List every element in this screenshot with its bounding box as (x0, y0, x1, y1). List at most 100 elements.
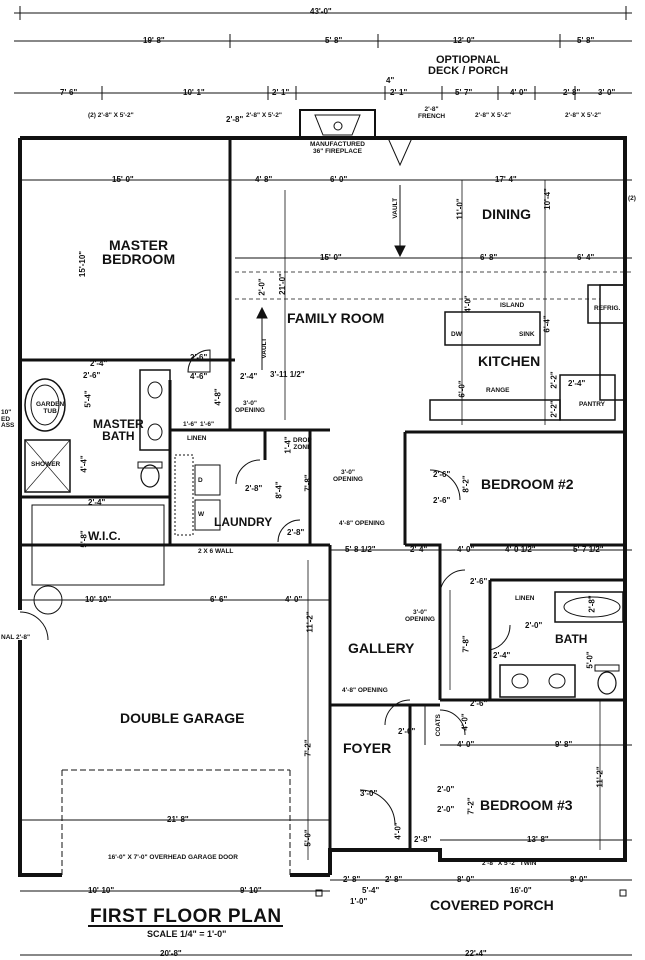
dishwasher-label: DW (451, 331, 462, 338)
garden-tub-label: GARDEN TUB (36, 401, 65, 415)
dim-label: 2'-2" (549, 400, 559, 418)
dim-label: 2'-0" (437, 805, 455, 814)
dim-label: 21'-8" (167, 815, 189, 824)
dim-label: 19'-8" (143, 36, 165, 45)
dim-label: 5'-8 1/2" (345, 545, 376, 554)
dim-label: 3'-0" (360, 789, 378, 798)
room-double-garage: DOUBLE GARAGE (120, 710, 245, 726)
room-bedroom-2: BEDROOM #2 (481, 476, 574, 492)
dim-label: 2'-2" (549, 371, 559, 389)
dim-label: 1'-6" (183, 421, 198, 428)
dim-label: 2'-0" (525, 621, 543, 630)
dim-label: 2'-4" (88, 498, 106, 507)
dim-label: 7'-2" (466, 797, 476, 815)
room-wic: W.I.C. (88, 529, 121, 543)
plan-title: FIRST FLOOR PLAN (90, 906, 282, 927)
dim-label: 15'-10" (78, 250, 88, 278)
dim-label: 2'-6" (470, 699, 488, 708)
island-label: ISLAND (500, 302, 525, 309)
dim-label: 2'-4" (90, 359, 108, 368)
dim-label: 5'-0" (585, 651, 595, 669)
dim-label: 10'-10" (88, 886, 115, 895)
room-foyer: FOYER (343, 740, 392, 756)
dim-label: 5'-7 1/2" (573, 545, 604, 554)
french-door-label: 2'-8" FRENCH (418, 106, 446, 120)
vault-label-2: VAULT (261, 337, 269, 359)
dim-label: 5'-4" (83, 390, 93, 408)
dim-label: 2'-6" (433, 470, 451, 479)
dim-label: 2'-8" (343, 875, 361, 884)
dim-label: 4'-0" (457, 740, 475, 749)
dim-label: 13'-8" (527, 835, 549, 844)
dim-label: 4'-6" (190, 372, 208, 381)
dim-label: 2'-0" (398, 727, 416, 736)
window-label: 2'-8" X 5'-2" (475, 112, 511, 119)
vault-label-1: VAULT (392, 197, 400, 219)
dim-label: 4'-8" (255, 175, 273, 184)
dim-label: 2'-8" (587, 595, 597, 613)
dim-label: 2'-6" (190, 353, 208, 362)
opening-label: 3'-0" OPENING (235, 400, 265, 414)
dim-label: 11'-0" (455, 198, 465, 220)
refrigerator-label: REFRIG. (594, 305, 621, 312)
washer-label: W (198, 511, 205, 518)
dim-label: 5'-7" (455, 88, 473, 97)
dim-label: 21'-0" (277, 273, 287, 295)
pantry-label: PANTRY (579, 401, 605, 408)
dim-label: 3'-11 1/2" (270, 370, 305, 379)
dim-label: 20'-8" (160, 949, 182, 958)
dim-label: 9'-10" (240, 886, 262, 895)
dim-label: 5'-8" (79, 530, 89, 548)
dim-label: 8'-0" (570, 875, 588, 884)
wall-note-label: 2 X 6 WALL (198, 548, 234, 555)
window-label: 2'-8" X 5'-2" (565, 112, 601, 119)
room-master-bedroom: MASTER BEDROOM (102, 237, 176, 267)
dim-label: 4'-8" (213, 388, 223, 406)
dim-label: 2'-0" (257, 278, 267, 296)
dim-label: 6'-4" (577, 253, 595, 262)
dim-label: 4'-4" (79, 455, 89, 473)
dim-label: 4'-0" (457, 545, 475, 554)
opening-label: 4'-8" OPENING (339, 520, 385, 527)
dim-label: 2'-6" (470, 577, 488, 586)
room-laundry: LAUNDRY (214, 515, 273, 529)
dim-label: 2'-8" (563, 88, 581, 97)
dim-label: 2'-8" (226, 115, 244, 124)
dim-label: 7'-6" (60, 88, 78, 97)
dim-label: 16'-0" (510, 886, 532, 895)
dim-label: 12'-0" (453, 36, 475, 45)
dim-label: 4'-0 1/2" (505, 545, 536, 554)
dim-label: 6'-0" (330, 175, 348, 184)
dim-label: 7'-8" (461, 635, 471, 653)
edge-cut-label: 10" ED ASS (1, 409, 15, 429)
dim-label: 10'-10" (85, 595, 112, 604)
room-bedroom-3: BEDROOM #3 (480, 797, 573, 813)
dim-label: 2'-8" (287, 528, 305, 537)
dim-label: 2'-8" (414, 835, 432, 844)
dim-label: 17'-4" (495, 175, 517, 184)
dim-label: 7'-2" (303, 739, 313, 757)
dim-label: 4" (386, 76, 395, 85)
dim-label: 2'-4" (410, 545, 428, 554)
sink-label: SINK (519, 331, 535, 338)
dim-label: 6'-6" (210, 595, 228, 604)
room-family-room: FAMILY ROOM (287, 310, 385, 326)
twin-window-label: 2'-8" X 5'-2" TWIN (482, 860, 537, 867)
dim-label: 7'-8" (303, 474, 313, 492)
dryer-label: D (198, 477, 203, 484)
opening-label: 3'-0" OPENING (405, 609, 435, 623)
dim-label: 4'-0" (393, 822, 403, 840)
room-master-bath: MASTER BATH (93, 417, 144, 443)
dim-label: 15'-0" (320, 253, 342, 262)
dim-label: 8'-4" (274, 481, 284, 499)
dim-label: 4'-0" (460, 713, 470, 731)
dim-label: 4'-0" (510, 88, 528, 97)
dim-label: 8'-0" (457, 875, 475, 884)
dim-overall-width: 43'-0" (310, 7, 332, 16)
garage-door-label: 16'-0" X 7'-0" OVERHEAD GARAGE DOOR (108, 854, 238, 861)
dim-label: 8'-2" (461, 475, 471, 493)
room-kitchen: KITCHEN (478, 353, 541, 369)
coats-label: COATS (434, 714, 442, 737)
range-label: RANGE (486, 387, 510, 394)
linen-label-1: LINEN (187, 435, 207, 442)
